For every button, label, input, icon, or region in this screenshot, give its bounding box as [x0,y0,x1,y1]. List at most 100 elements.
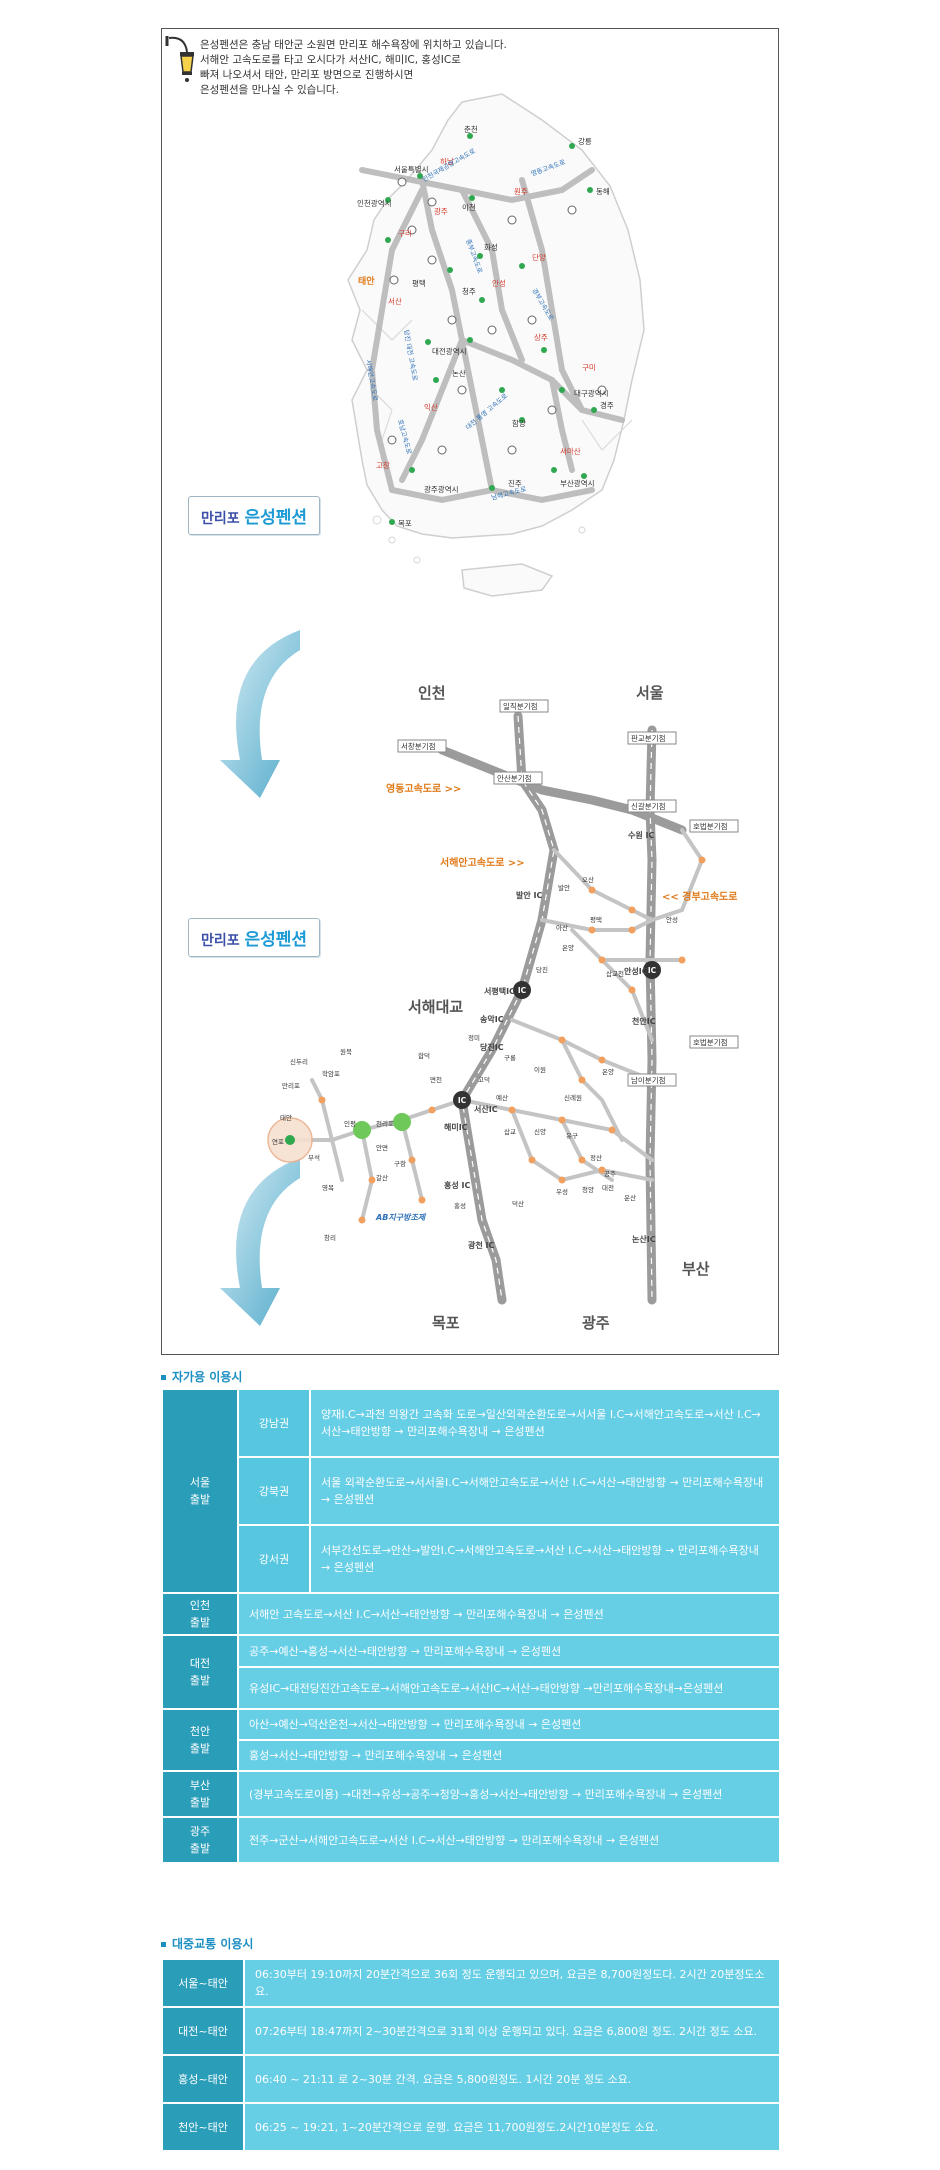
bus-route-table: 서울~태안 06:30부터 19:10까지 20분간격으로 36회 정도 운행되… [161,1958,781,2152]
map-city: 진주 [508,478,522,488]
table-row: 인천 출발 서해안 고속도로→서산 I.C→서산→태안방향 → 만리포해수욕장내… [163,1594,779,1634]
route-town: 공주 [604,1170,616,1178]
route-town: 덕산 [512,1199,524,1208]
route-ic: 송악IC [480,1014,504,1024]
table-row: 유성IC→대전당진간고속도로→서해안고속도로→서산IC→서산→태안방향 →만리포… [163,1668,779,1708]
route-junction: 판교분기점 [631,733,666,743]
route-town: 아산 [556,923,568,932]
route-town: 안성 [666,915,678,924]
route-cell: 전주→군산→서해안고속도로→서산 I.C→서산→태안방향 → 만리포해수욕장내 … [239,1818,779,1862]
bullet-square-icon [161,1375,166,1380]
map-city: 광주광역시 [424,484,459,494]
map-city: 평택 [412,278,426,288]
map-city: 안성 [492,278,506,288]
map-city: 구미 [582,363,596,372]
bus-section-title-text: 대중교통 이용시 [172,1937,254,1951]
svg-text:IC: IC [648,966,657,975]
route-town: 발안 [558,883,570,892]
route-town: 고덕 [478,1075,490,1084]
route-ic: 홍성 IC [444,1180,470,1190]
map-city: 동해 [596,186,610,196]
route-town: 신례원 [564,1093,582,1102]
route-town: 정산 [590,1153,602,1162]
table-row: 천안 출발 아산→예산→덕산온천→서산→태안방향 → 만리포해수욕장내 → 은성… [163,1710,779,1770]
route-cell: 양재I.C→과천 의왕간 고속화 도로→일산외곽순환도로→서서울 I.C→서해안… [311,1390,779,1456]
route-town: 안면 [376,1143,388,1152]
route-cell: 서부간선도로→안산→발안I.C→서해안고속도로→서산 I.C→서산→태안방향 →… [311,1526,779,1592]
region-cell: 인천 출발 [163,1594,237,1634]
route-town: 원북 [340,1047,352,1056]
table-row: 강북권 서울 외곽순환도로→서서울I.C→서해안고속도로→서산 I.C→서산→태… [163,1458,779,1524]
map-city: 청주 [462,287,476,296]
route-town: 태안 [280,1113,292,1122]
table-row: 천안~태안 06:25 ~ 19:21, 1~20분간격으로 운행. 요금은 1… [163,2104,779,2150]
route-town: 이원 [534,1065,546,1074]
route-town: 영목 [322,1183,334,1192]
route-junction: 서창분기점 [401,741,436,751]
peninsula-outline [347,93,645,539]
route-town: 신양 [534,1127,546,1136]
intro-text: 은성펜션은 충남 태안군 소원면 만리포 해수욕장에 위치하고 있습니다. 서해… [200,38,620,98]
route-town: 면천 [430,1075,442,1084]
region-cell: 천안~태안 [163,2104,243,2150]
region-cell: 홍성~태안 [163,2056,243,2102]
table-row: 홍성~태안 06:40 ~ 21:11 로 2~30분 간격. 요금은 5,80… [163,2056,779,2102]
route-ic: 발안 IC [516,890,542,900]
route-ic: 서산IC [474,1104,498,1114]
map-city: 강릉 [578,136,592,146]
route-city-mokpo: 목포 [432,1314,460,1332]
car-section-title-text: 자가용 이용시 [172,1370,243,1384]
pension-tag: 만리포 은성펜션 [188,496,321,535]
route-highway-label: << 경부고속도로 [662,890,737,903]
region-cell: 대전 출발 [163,1636,237,1708]
route-town: 삽교 [504,1127,516,1136]
map-city: 목포 [398,519,412,528]
pension-tag-name: 은성펜션 [244,508,308,528]
info-cell: 06:40 ~ 21:11 로 2~30분 간격. 요금은 5,800원정도. … [245,2056,779,2102]
route-ic: 천안IC [632,1016,656,1026]
pension-tag-prefix: 만리포 [201,933,240,949]
region-cell: 대전~태안 [163,2008,243,2054]
region-cell: 서울~태안 [163,1960,243,2006]
lamp-icon [165,36,194,82]
route-seohae-bridge: 서해대교 [408,998,463,1016]
intro-line: 빠져 나오셔서 태안, 만리포 방면으로 진행하시면 [200,69,414,81]
route-ic: 당진IC [480,1042,504,1052]
route-town: 연포 [272,1138,284,1146]
route-town: 온양 [562,944,574,952]
sub-region-cell: 강남권 [239,1390,309,1456]
route-cell: 서울 외곽순환도로→서서울I.C→서해안고속도로→서산 I.C→서산→태안방향 … [311,1458,779,1524]
route-city-seoul: 서울 [636,684,664,702]
curved-arrow-icon [220,630,300,798]
sub-region-cell: 강북권 [239,1458,309,1524]
info-cell: 06:25 ~ 19:21, 1~20분간격으로 운행. 요금은 11,700원… [245,2104,779,2150]
map-city: 단양 [532,252,546,262]
map-city: 익산 [424,402,438,412]
map-city: 춘천 [464,124,478,134]
route-town: 예산 [496,1093,508,1102]
svg-text:IC: IC [458,1096,467,1105]
map-city: 대구광역시 [574,388,609,398]
map-city: 서산 [388,296,402,306]
table-row: 대전~태안 07:26부터 18:47까지 2~30분간격으로 31회 이상 운… [163,2008,779,2054]
route-ic: 광천 IC [468,1240,494,1250]
region-cell: 천안 출발 [163,1710,237,1770]
route-junction: 안산분기점 [497,773,532,783]
route-highway-label: 영동고속도로 >> [386,782,461,795]
table-row: 강서권 서부간선도로→안산→발안I.C→서해안고속도로→서산 I.C→서산→태안… [163,1526,779,1592]
svg-text:IC: IC [518,986,527,995]
route-town: 삽교천 [606,969,624,978]
intro-line: 은성펜션은 충남 태안군 소원면 만리포 해수욕장에 위치하고 있습니다. [200,39,507,51]
route-town: 만리포 [282,1081,300,1090]
car-route-table: 서울 출발 강남권 양재I.C→과천 의왕간 고속화 도로→일산외곽순환도로→서… [161,1388,781,1864]
map-city: 광주 [434,206,448,216]
info-cell: 07:26부터 18:47까지 2~30분간격으로 31회 이상 운행되고 있다… [245,2008,779,2054]
table-row: 대전 출발 공주→예산→홍성→서산→태안방향 → 만리포해수욕장내 → 은성펜션 [163,1636,779,1708]
map-city: 대전광역시 [432,346,467,356]
route-town: 구룡 [504,1054,516,1062]
route-town: 창리 [324,1233,336,1242]
route-town: 부석 [308,1153,320,1162]
route-town: 합덕 [418,1051,430,1060]
national-map: 춘천 강릉 동해 서울특별시 인천광역시 이천 화성 평택 청주 대전광역시 논… [347,93,645,597]
